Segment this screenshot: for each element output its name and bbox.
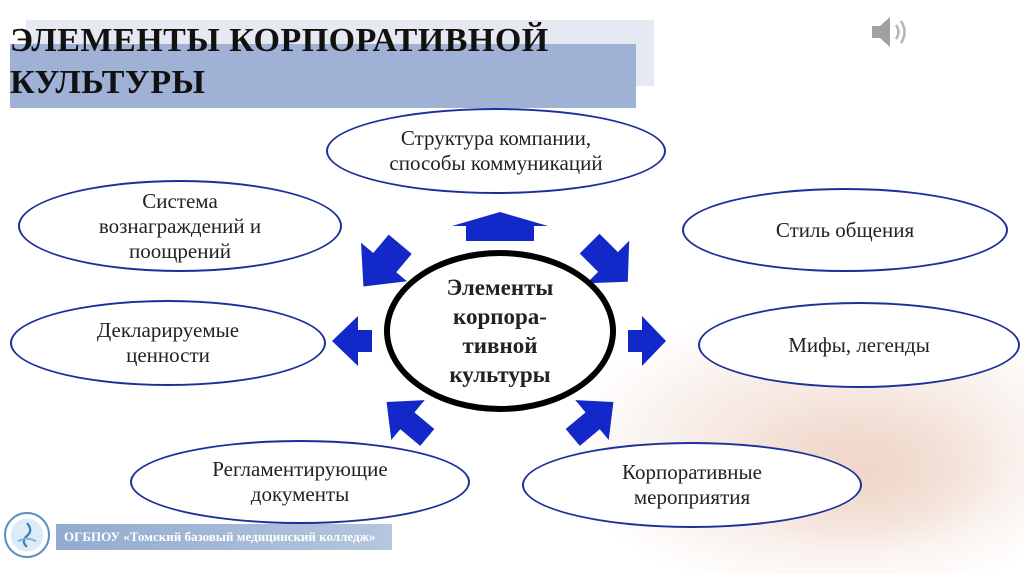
node-communication-style: Стиль общения [682,188,1008,272]
node-rewards: Система вознаграждений и поощрений [18,180,342,272]
arrow-upper-left [361,234,412,287]
title-band [10,44,636,108]
arrow-lower-left [386,400,435,446]
arrow-up [452,212,548,241]
node-myths: Мифы, легенды [698,302,1020,388]
arrow-upper-right [579,233,630,284]
node-rewards-label: Система вознаграждений и поощрений [98,188,262,263]
college-logo-icon [4,512,50,558]
node-myths-label: Мифы, легенды [788,332,930,357]
arrow-right [628,316,666,366]
node-documents: Регламентирующие документы [130,440,470,524]
footer-text: ОГБПОУ «Томский базовый медицинский колл… [64,529,376,544]
node-structure: Структура компании, способы коммуникаций [326,108,666,194]
node-documents-label: Регламентирующие документы [212,457,388,506]
arrow-left [332,316,372,366]
footer: ОГБПОУ «Томский базовый медицинский колл… [0,510,396,562]
page-title: ЭЛЕМЕНТЫ КОРПОРАТИВНОЙ КУЛЬТУРЫ [10,22,549,101]
footer-bar [56,524,392,550]
node-values: Декларируемые ценности [10,300,326,386]
node-structure-label: Структура компании, способы коммуникаций [389,126,603,175]
node-values-label: Декларируемые ценности [96,318,240,367]
arrow-lower-right [565,400,614,446]
center-node: Элементы корпора-тивной культуры [384,250,616,412]
node-communication-style-label: Стиль общения [775,217,915,242]
center-label: Элементы корпора-тивной культуры [446,275,554,387]
node-events-label: Корпоративные мероприятия [622,460,762,509]
speaker-icon[interactable] [868,12,914,52]
node-events: Корпоративные мероприятия [522,442,862,528]
